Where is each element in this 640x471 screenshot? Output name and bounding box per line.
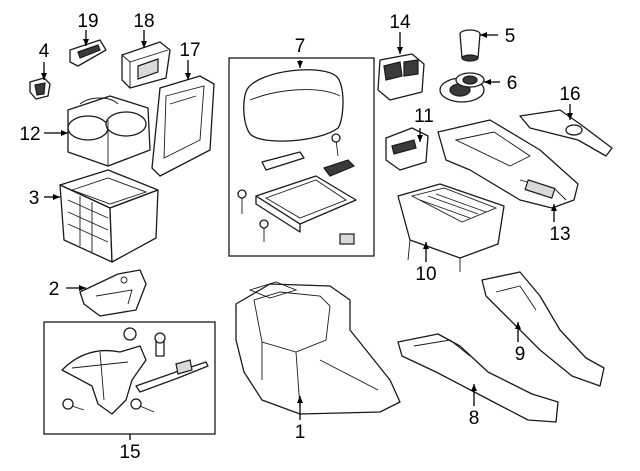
callout-2: 2 xyxy=(49,279,60,300)
part-7-armrest-group xyxy=(228,57,375,257)
part-17-side-panel xyxy=(151,75,215,177)
part-10-storage-tray xyxy=(397,183,505,272)
part-18-switch-assembly xyxy=(121,41,171,89)
part-16-trim-strip xyxy=(519,109,613,157)
part-2-bracket xyxy=(79,269,147,317)
part-11-pocket xyxy=(385,127,429,171)
callout-1: 1 xyxy=(295,422,306,443)
part-5-power-socket xyxy=(459,29,481,62)
callout-8: 8 xyxy=(469,408,480,429)
part-13-finish-panel xyxy=(437,119,579,209)
callout-13: 13 xyxy=(549,224,570,245)
callout-18: 18 xyxy=(133,11,154,32)
leader-lines xyxy=(41,30,573,440)
part-14-switch xyxy=(377,53,425,101)
part-4-clip xyxy=(29,77,51,100)
callout-17: 17 xyxy=(179,40,200,61)
callout-labels: 1 2 3 4 5 6 7 8 9 10 11 12 13 14 15 16 1… xyxy=(19,11,580,463)
callout-7: 7 xyxy=(295,36,306,57)
part-1-console-body xyxy=(235,281,401,415)
callout-12: 12 xyxy=(19,124,40,145)
callout-9: 9 xyxy=(515,344,526,365)
part-6-socket-bezel xyxy=(439,72,485,103)
part-19-switch-bezel xyxy=(69,39,107,67)
callout-4: 4 xyxy=(39,41,50,62)
part-12-cup-holder xyxy=(67,95,151,167)
part-3-storage-bin xyxy=(59,169,159,263)
callout-19: 19 xyxy=(77,11,98,32)
callout-15: 15 xyxy=(119,442,140,463)
callout-14: 14 xyxy=(389,12,411,33)
callout-6: 6 xyxy=(507,73,518,94)
callout-5: 5 xyxy=(505,26,516,47)
part-15-shifter-group xyxy=(43,321,216,435)
callout-3: 3 xyxy=(29,188,40,209)
callout-11: 11 xyxy=(414,106,434,127)
part-8-side-trim xyxy=(397,333,559,423)
callout-16: 16 xyxy=(559,84,580,105)
part-9-side-trim xyxy=(481,271,605,387)
callout-10: 10 xyxy=(415,264,436,285)
